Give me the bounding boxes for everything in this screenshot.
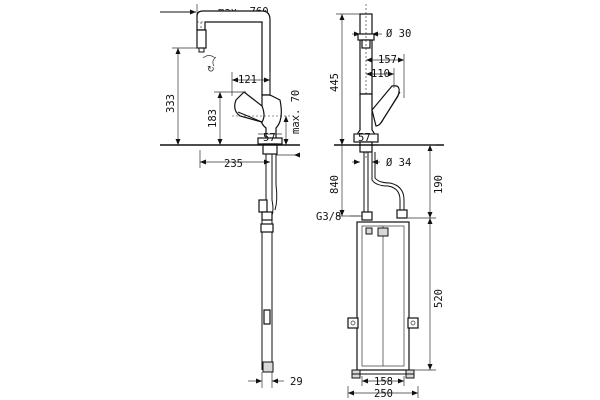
height-total-dimension: 333 bbox=[165, 94, 177, 113]
base-offset-dimension: 57 bbox=[263, 132, 276, 144]
svg-text:↻: ↻ bbox=[207, 65, 215, 75]
rotation-arrow-icon: ↻ bbox=[202, 55, 217, 75]
cabinet-height-dimension: 520 bbox=[433, 289, 445, 308]
spout-reach-dimension: 157 bbox=[378, 54, 397, 66]
base-diameter-dimension: Ø 34 bbox=[386, 157, 411, 169]
hose-length-dimension: 840 bbox=[329, 175, 341, 194]
side-view: 445 Ø 30 157 110 57 Ø 34 840 G bbox=[316, 4, 445, 400]
spray-height-dimension: 183 bbox=[207, 109, 219, 128]
spout-offset-dimension: 121 bbox=[238, 74, 257, 86]
lever-depth-dimension: 110 bbox=[371, 68, 390, 80]
thread-label: G3/8 bbox=[316, 211, 341, 223]
lever-clearance-dimension: max. 70 bbox=[290, 90, 302, 134]
hose-width-dimension: 29 bbox=[290, 376, 303, 388]
height-side-dimension: 445 bbox=[329, 73, 341, 92]
spout-projection-dimension: 235 bbox=[224, 158, 243, 170]
front-view: max. 760 ↻ 333 18 bbox=[160, 4, 303, 388]
base-offset-side-dimension: 57 bbox=[358, 132, 371, 144]
box-width-dimension: 158 bbox=[374, 376, 393, 388]
connection-drop-dimension: 190 bbox=[433, 175, 445, 194]
spout-diameter-dimension: Ø 30 bbox=[386, 28, 411, 40]
mount-width-dimension: 250 bbox=[374, 388, 393, 400]
